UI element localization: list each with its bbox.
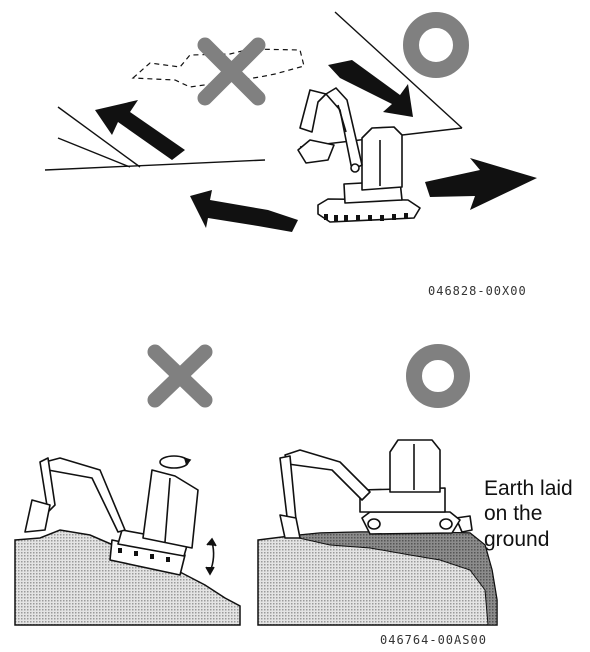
bottom-figure-code: 046764-00AS00	[380, 633, 487, 647]
earth-caption-line-1: Earth laid	[484, 477, 573, 500]
right-panel: Earth laid on the ground	[258, 440, 573, 625]
excavator-level	[280, 440, 472, 538]
top-figure-code: 046828-00X00	[428, 284, 527, 298]
cross-icon	[205, 45, 258, 98]
earth-caption-line-3: ground	[484, 528, 549, 551]
cross-icon-bottom	[155, 352, 205, 400]
arrow-right	[425, 158, 537, 210]
earth-caption-line-2: on the	[484, 502, 542, 525]
tilt-arrow-icon	[206, 539, 216, 574]
circle-icon-bottom	[414, 352, 462, 400]
arrow-left	[190, 190, 298, 232]
circle-icon	[411, 20, 461, 70]
rotation-arrow-icon	[160, 456, 190, 468]
bottom-figure: Earth laid on the ground 046764-00AS00	[15, 352, 573, 647]
top-figure: 046828-00X00	[45, 12, 537, 298]
arrow-up-left	[95, 100, 185, 160]
left-panel	[15, 456, 240, 625]
